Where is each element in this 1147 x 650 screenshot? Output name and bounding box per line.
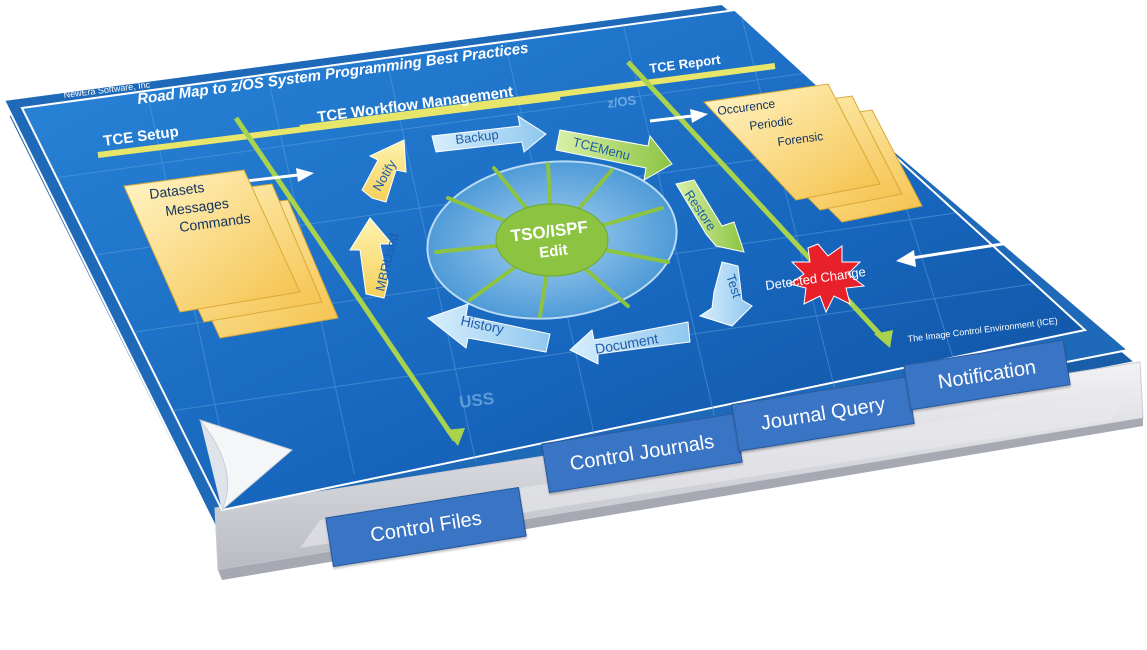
setup-item-datasets: Datasets (148, 179, 205, 202)
label-uss: USS (458, 389, 495, 412)
detected-change-starburst (788, 243, 866, 314)
history-arrow (426, 303, 551, 353)
backup-arrow (431, 114, 547, 153)
report-item-periodic: Periodic (749, 113, 794, 133)
setup-documents (123, 169, 339, 339)
cycle-test: Test (723, 272, 745, 300)
label-zos: z/OS (606, 92, 637, 111)
center-badge (495, 203, 609, 277)
test-arrow (698, 261, 753, 327)
document-arrow (569, 321, 691, 365)
restore-arrow (675, 179, 745, 253)
report-documents (702, 83, 923, 223)
cycle-backup: Backup (455, 127, 500, 147)
tcemenu-arrow (555, 129, 673, 181)
notify-arrow (361, 139, 407, 203)
mbrused-arrow (349, 217, 394, 299)
center-label-line2: Edit (538, 241, 568, 261)
report-item-forensic: Forensic (777, 129, 824, 149)
